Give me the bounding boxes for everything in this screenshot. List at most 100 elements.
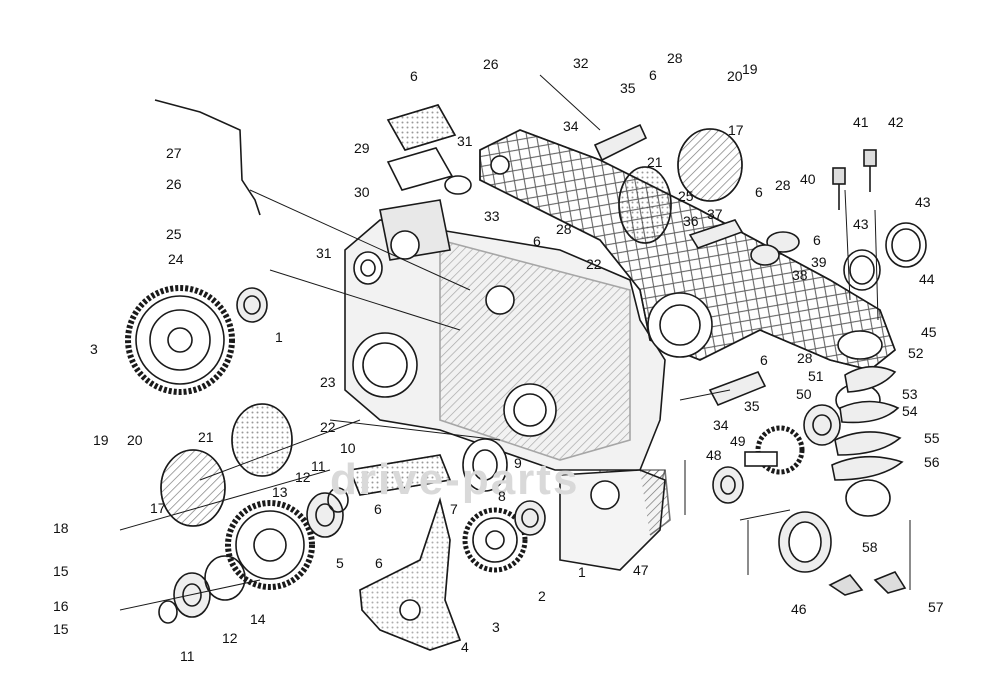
callout-6-top: 6 <box>410 68 418 84</box>
bolt-41 <box>832 167 846 210</box>
callout-22-top: 22 <box>586 256 602 272</box>
callout-10: 10 <box>340 440 356 456</box>
callout-6-g: 6 <box>374 501 382 517</box>
callout-39: 39 <box>811 254 827 270</box>
callout-19-lower: 19 <box>93 432 109 448</box>
callout-31-left: 31 <box>316 245 332 261</box>
callout-43-top: 43 <box>915 194 931 210</box>
callout-6-d: 6 <box>533 233 541 249</box>
callout-3-left: 3 <box>90 341 98 357</box>
bearing-1-upper <box>236 287 268 323</box>
gasket-upper <box>618 166 672 244</box>
callout-6-c: 6 <box>755 184 763 200</box>
callout-47: 47 <box>633 562 649 578</box>
callout-3-lower: 3 <box>492 619 500 635</box>
callout-8: 8 <box>498 488 506 504</box>
callout-29: 29 <box>354 140 370 156</box>
callout-28-top: 28 <box>667 50 683 66</box>
oil-tube <box>154 99 261 216</box>
callout-20-lower: 20 <box>127 432 143 448</box>
callout-6-b: 6 <box>649 67 657 83</box>
front-plate <box>559 469 671 571</box>
watermark: drive-parts <box>330 455 580 504</box>
callout-16: 16 <box>53 598 69 614</box>
callout-12-upper: 12 <box>295 469 311 485</box>
callout-15-upper: 15 <box>53 563 69 579</box>
callout-36: 36 <box>683 213 699 229</box>
shaft-35-lower <box>708 370 767 407</box>
callout-6-h: 6 <box>375 555 383 571</box>
ring-11 <box>158 487 349 624</box>
callout-43-b: 43 <box>853 216 869 232</box>
callout-44: 44 <box>919 271 935 287</box>
callout-35-lower: 35 <box>744 398 760 414</box>
callout-18: 18 <box>53 520 69 536</box>
callout-15-lower: 15 <box>53 621 69 637</box>
callout-26-top: 26 <box>483 56 499 72</box>
callout-55: 55 <box>924 430 940 446</box>
callout-49: 49 <box>730 433 746 449</box>
ring-44-lower <box>843 249 881 291</box>
callout-34-top: 34 <box>563 118 579 134</box>
callout-11-lower: 11 <box>180 648 195 664</box>
callout-17-lower: 17 <box>150 500 166 516</box>
callout-1-upper: 1 <box>275 329 283 345</box>
callout-4: 4 <box>461 639 469 655</box>
callout-52: 52 <box>908 345 924 361</box>
callout-26-left: 26 <box>166 176 182 192</box>
callout-28-f: 28 <box>797 350 813 366</box>
callout-17-top: 17 <box>728 122 744 138</box>
cover-39 <box>766 231 800 253</box>
callout-20-top: 20 <box>727 68 743 84</box>
callout-21-lower: 21 <box>198 429 214 445</box>
small-gear <box>462 507 528 573</box>
callout-50: 50 <box>796 386 812 402</box>
callout-7: 7 <box>450 501 458 517</box>
callout-6-e: 6 <box>813 232 821 248</box>
seal-31-top <box>444 175 472 195</box>
callout-30: 30 <box>354 184 370 200</box>
callout-5: 5 <box>336 555 344 571</box>
callout-13: 13 <box>272 484 288 500</box>
large-spur-gear <box>125 285 235 395</box>
callout-21-top: 21 <box>647 154 663 170</box>
callout-37: 37 <box>707 206 723 222</box>
callout-6-f: 6 <box>760 352 768 368</box>
twin-gear <box>225 500 315 590</box>
bearing-12-upper <box>306 492 344 538</box>
callout-45: 45 <box>921 324 937 340</box>
bearing-48 <box>712 466 744 504</box>
callout-42: 42 <box>888 114 904 130</box>
callout-22-lower: 22 <box>320 419 336 435</box>
side-arm-housing <box>479 129 896 371</box>
seal-31 <box>353 251 383 285</box>
callout-24: 24 <box>168 251 184 267</box>
callout-28-c: 28 <box>775 177 791 193</box>
callout-28-d: 28 <box>556 221 572 237</box>
callout-58: 58 <box>862 539 878 555</box>
callout-19-top: 19 <box>742 61 758 77</box>
cover-38 <box>750 244 780 266</box>
lock-plates <box>828 571 907 596</box>
bolt-42 <box>863 149 877 192</box>
bearing-50 <box>803 404 841 446</box>
snap-ring-14 <box>204 555 246 601</box>
callout-33: 33 <box>484 208 500 224</box>
callout-32: 32 <box>573 55 589 71</box>
shaft-37 <box>688 219 744 249</box>
callout-53: 53 <box>902 386 918 402</box>
leader-lines <box>119 74 911 611</box>
callout-11-upper: 11 <box>311 458 326 474</box>
callout-25-left: 25 <box>166 226 182 242</box>
callout-23: 23 <box>320 374 336 390</box>
callout-57: 57 <box>928 599 944 615</box>
bearing-1-lower <box>514 500 546 536</box>
flat-gasket <box>348 454 452 496</box>
snap-ring-58 <box>845 479 891 517</box>
round-cover-upper <box>677 128 743 202</box>
callout-35-top: 35 <box>620 80 636 96</box>
callout-14: 14 <box>250 611 266 627</box>
callout-9: 9 <box>514 455 522 471</box>
shaft-35-upper <box>593 123 648 162</box>
